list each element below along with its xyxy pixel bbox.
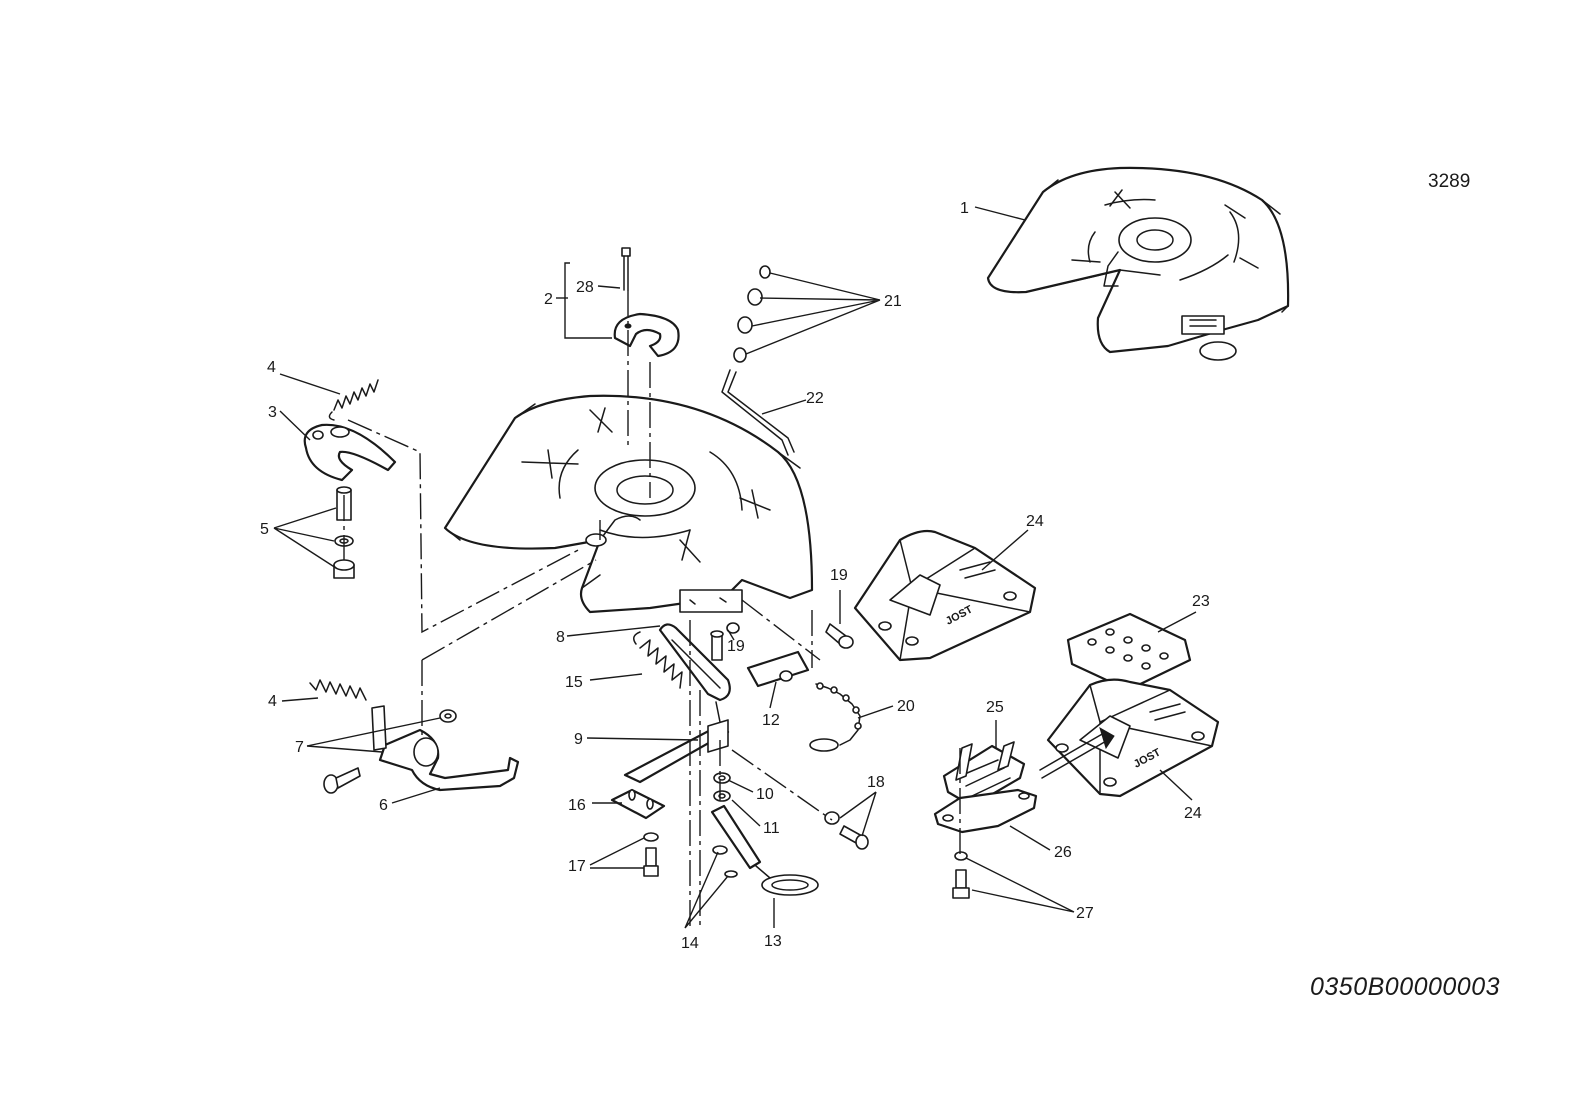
spring-part-4-upper <box>328 379 379 421</box>
callout-3: 3 <box>268 404 277 421</box>
bracket-2 <box>564 262 612 339</box>
bolt-part-19-right <box>825 623 854 649</box>
assembly-centerlines <box>343 290 961 930</box>
callout-2: 2 <box>544 291 553 308</box>
callout-16: 16 <box>568 797 586 814</box>
callout-10: 10 <box>756 786 774 803</box>
reference-number: 3289 <box>1428 171 1470 192</box>
grease-pipe-part-22 <box>721 369 795 456</box>
callout-13: 13 <box>764 933 782 950</box>
callout-7: 7 <box>295 739 304 756</box>
callout-20: 20 <box>897 698 915 715</box>
callout-21: 21 <box>884 293 902 310</box>
callout-numbers: 1 2 3 4 4 5 6 7 8 9 10 11 12 13 14 15 16… <box>260 200 1210 952</box>
bolt-part-19-center <box>710 622 740 661</box>
leader-lines <box>273 206 1197 929</box>
callout-19-right: 19 <box>830 567 848 584</box>
callout-27: 27 <box>1076 905 1094 922</box>
callout-25: 25 <box>986 699 1004 716</box>
callout-24-upper: 24 <box>1026 513 1044 530</box>
callout-1: 1 <box>960 200 969 217</box>
chain-part-20 <box>809 682 862 752</box>
callout-4-lower: 4 <box>268 693 277 710</box>
lever-part-9 <box>623 701 730 784</box>
bolt-part-27 <box>952 851 970 899</box>
washer-part-14 <box>712 845 738 878</box>
spring-part-4-lower <box>309 679 367 701</box>
handle-part-13 <box>710 804 819 896</box>
bolt-part-7 <box>323 709 457 794</box>
callout-28: 28 <box>576 279 594 296</box>
callout-22: 22 <box>806 390 824 407</box>
release-lever-part-6 <box>371 705 520 792</box>
callout-6: 6 <box>379 797 388 814</box>
callout-4-upper: 4 <box>267 359 276 376</box>
callout-18: 18 <box>867 774 885 791</box>
jaw-hook-part-3 <box>303 423 397 482</box>
coupler-plate <box>443 394 814 614</box>
bracket-part-12 <box>746 650 810 688</box>
document-number: 0350B00000003 <box>1310 973 1500 1001</box>
lock-ring-part-2 <box>613 247 680 358</box>
plate-part-16 <box>610 788 666 820</box>
bearing-bracket-part-24-upper: JOST <box>853 529 1037 662</box>
callout-5: 5 <box>260 521 269 538</box>
lock-bar-part-8 <box>658 623 731 702</box>
base-plate-part-26 <box>933 788 1038 834</box>
fifth-wheel-assembly-part-1 <box>986 166 1290 361</box>
spring-part-15 <box>633 631 683 689</box>
bearing-bracket-part-24-lower: JOST <box>1046 678 1220 798</box>
pad-part-23 <box>1066 612 1192 692</box>
callout-15: 15 <box>565 674 583 691</box>
washer-part-10 <box>713 772 731 784</box>
callout-8: 8 <box>556 629 565 646</box>
callout-23: 23 <box>1192 593 1210 610</box>
callout-9: 9 <box>574 731 583 748</box>
callout-17: 17 <box>568 858 586 875</box>
washer-part-11 <box>713 790 731 802</box>
arrow-into-bracket <box>1039 726 1115 779</box>
callout-24-lower: 24 <box>1184 805 1202 822</box>
callout-11: 11 <box>763 820 780 837</box>
grease-fittings-part-21 <box>733 265 771 363</box>
callout-14: 14 <box>681 935 699 952</box>
bolt-part-18 <box>824 811 869 850</box>
callout-19-center: 19 <box>727 638 745 655</box>
callout-26: 26 <box>1054 844 1072 861</box>
callout-12: 12 <box>762 712 780 729</box>
bolt-part-17 <box>643 832 659 877</box>
